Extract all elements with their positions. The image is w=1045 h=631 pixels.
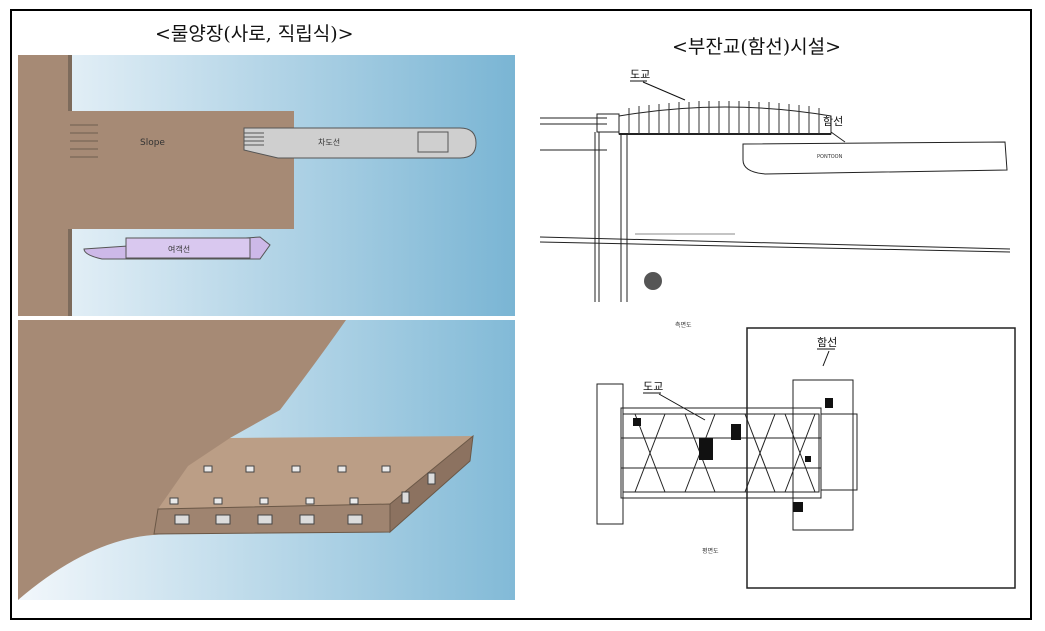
slope-label: Slope <box>140 138 165 148</box>
quay-plan-panel: Slope 차도선 여객선 <box>18 55 515 316</box>
pontoon-plan-panel: 측면도 평면도 함선 도교 <box>535 318 1025 600</box>
quay-perspective-panel <box>18 320 515 600</box>
plan-bridge-label: 도교 <box>643 380 663 393</box>
pontoon-label: 함선 <box>823 115 843 128</box>
vehicle-ship-label: 차도선 <box>318 138 340 147</box>
figure-frame <box>10 9 1032 620</box>
pontoon-section-panel: 도교 함선 PONTOON <box>535 62 1025 305</box>
passenger-ship-label: 여객선 <box>168 244 190 254</box>
bridge-label: 도교 <box>630 68 650 81</box>
pontoon-plan-outline <box>746 327 1016 589</box>
quay-deck <box>158 436 473 509</box>
bollards <box>169 465 391 505</box>
land-strip <box>18 55 68 316</box>
plan-pontoon-label: 함선 <box>817 336 837 349</box>
bottom-view-label: 평면도 <box>702 547 719 555</box>
top-view-label: 측면도 <box>675 321 692 329</box>
right-title: <부잔교(함선)시설> <box>672 36 842 58</box>
left-title: <물양장(사로, 직립식)> <box>155 23 354 45</box>
fenders <box>174 472 436 525</box>
rock-mark <box>644 272 662 290</box>
pontoon-inner-label: PONTOON <box>817 154 843 160</box>
